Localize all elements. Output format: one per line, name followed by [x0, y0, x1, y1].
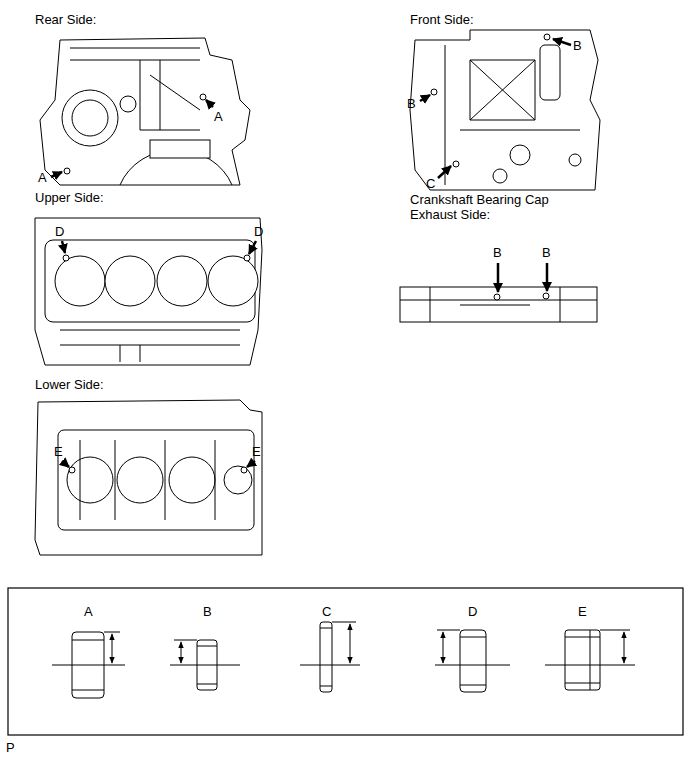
view-heading: Rear Side: — [35, 12, 96, 27]
callout-letter: E — [54, 444, 63, 459]
pin-type-letter: B — [203, 604, 212, 619]
callout-letter: A — [38, 170, 47, 185]
callout-letter: D — [254, 224, 263, 239]
rear-side-view — [40, 38, 250, 185]
view-heading: Lower Side: — [35, 377, 104, 392]
callout-letter: D — [55, 224, 64, 239]
callout-letter: B — [493, 245, 502, 260]
callout-letter: C — [426, 176, 435, 191]
front-side-view — [410, 30, 600, 190]
bearing-cap-view — [400, 287, 597, 322]
view-heading: Crankshaft Bearing Cap Exhaust Side: — [410, 192, 575, 222]
upper-side-view — [35, 218, 262, 365]
callout-letter: B — [542, 245, 551, 260]
callout-letter: E — [252, 444, 261, 459]
view-heading: Upper Side: — [35, 190, 104, 205]
legend-frame — [8, 588, 683, 735]
callout-letter: A — [214, 109, 223, 124]
view-heading: Front Side: — [410, 12, 474, 27]
pin-type-letter: E — [578, 604, 587, 619]
pin-drawings — [72, 622, 600, 698]
callout-letter: B — [573, 38, 582, 53]
callout-letter: B — [407, 96, 416, 111]
pin-type-letter: D — [468, 604, 477, 619]
pointer-arrows — [51, 39, 571, 467]
lower-side-view — [35, 400, 262, 555]
pin-type-letter: A — [84, 604, 93, 619]
figure-code: P — [6, 740, 15, 755]
pin-type-letter: C — [322, 604, 331, 619]
dimension-lines — [52, 622, 635, 665]
